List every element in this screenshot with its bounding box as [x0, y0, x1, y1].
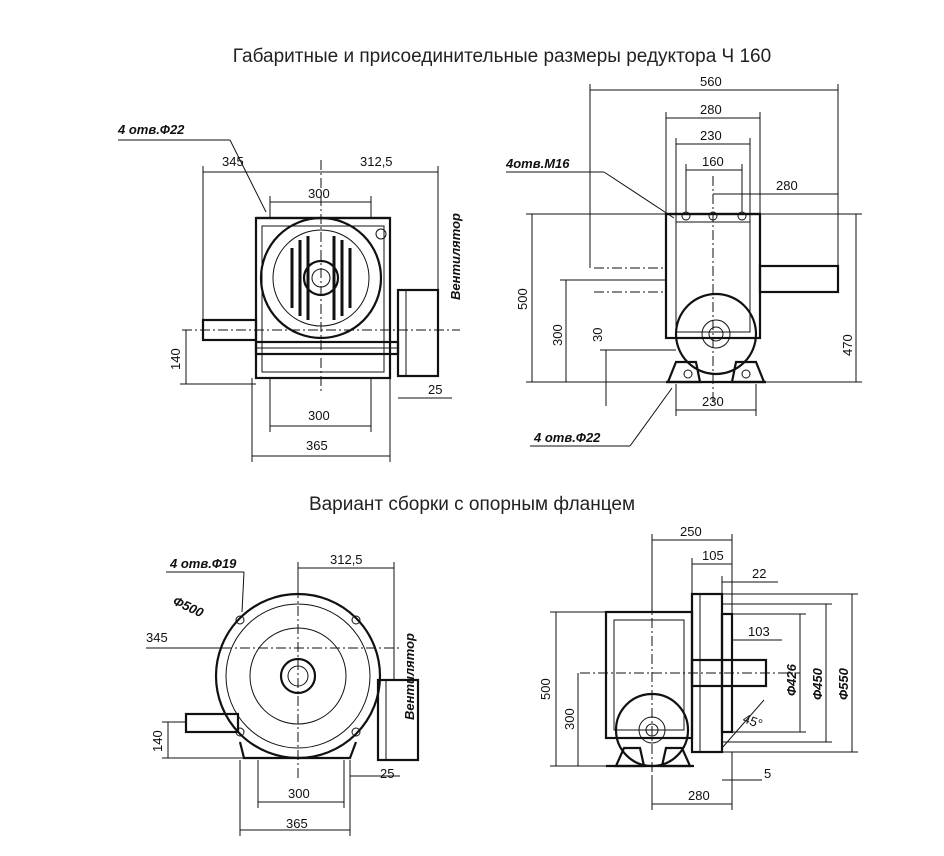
fan-label-bottom: Вентилятор: [402, 633, 417, 720]
dim-500: 500: [515, 288, 530, 310]
dim-550: Ф550: [836, 667, 851, 700]
dim-300-bottom: 300: [308, 408, 330, 423]
dim-30: 30: [590, 328, 605, 342]
dim-105: 105: [702, 548, 724, 563]
dim-365: 365: [306, 438, 328, 453]
dim-5: 5: [764, 766, 771, 781]
dim-345: 345: [222, 154, 244, 169]
top-left-view: 345 312,5 300 140 25 300 365 4 отв.Ф22 В…: [117, 122, 463, 462]
angle-label: 45°: [741, 711, 765, 732]
dim-25: 25: [428, 382, 442, 397]
holes-22-note: 4 отв.Ф22: [117, 122, 185, 137]
dim-230-bottom: 230: [702, 394, 724, 409]
dim-25-bottom: 25: [380, 766, 394, 781]
top-right-view: 560 280 230 160 280 500 300 30 470 230 4…: [505, 74, 862, 447]
dim-426: Ф426: [784, 663, 799, 696]
diagram-title: Габаритные и присоединительные размеры р…: [232, 46, 772, 67]
variant-title: Вариант сборки с опорным фланцем: [308, 494, 636, 515]
dim-500-variant: 500: [538, 678, 553, 700]
dim-160: 160: [702, 154, 724, 169]
dim-312-5: 312,5: [360, 154, 393, 169]
dim-103: 103: [748, 624, 770, 639]
dim-140-bottom: 140: [150, 730, 165, 752]
dim-230: 230: [700, 128, 722, 143]
dim-22: 22: [752, 566, 766, 581]
dim-140: 140: [168, 348, 183, 370]
dim-300-variant: 300: [562, 708, 577, 730]
dim-560: 560: [700, 74, 722, 89]
bottom-right-view: 250 105 22 103 500 300 Ф426 Ф450 Ф550 45…: [538, 524, 858, 810]
dim-280: 280: [700, 102, 722, 117]
dim-300: 300: [308, 186, 330, 201]
cooling-fins: [290, 236, 352, 320]
holes-m16-note: 4отв.М16: [505, 156, 570, 171]
dim-300: 300: [550, 324, 565, 346]
dim-470: 470: [840, 334, 855, 356]
dim-250: 250: [680, 524, 702, 539]
bottom-left-view: 312,5 345 140 25 300 365 4 отв.Ф19 Ф500 …: [146, 552, 420, 836]
holes-19-note: 4 отв.Ф19: [169, 556, 237, 571]
dim-450: Ф450: [810, 667, 825, 700]
dim-345-bottom: 345: [146, 630, 168, 645]
dim-300-lower: 300: [288, 786, 310, 801]
dim-312-5-bottom: 312,5: [330, 552, 363, 567]
holes-22-right-note: 4 отв.Ф22: [533, 430, 601, 445]
dim-280-variant: 280: [688, 788, 710, 803]
flange-500-note: Ф500: [171, 593, 207, 620]
dim-365-lower: 365: [286, 816, 308, 831]
fan-label: Вентилятор: [448, 213, 463, 300]
dim-280-side: 280: [776, 178, 798, 193]
